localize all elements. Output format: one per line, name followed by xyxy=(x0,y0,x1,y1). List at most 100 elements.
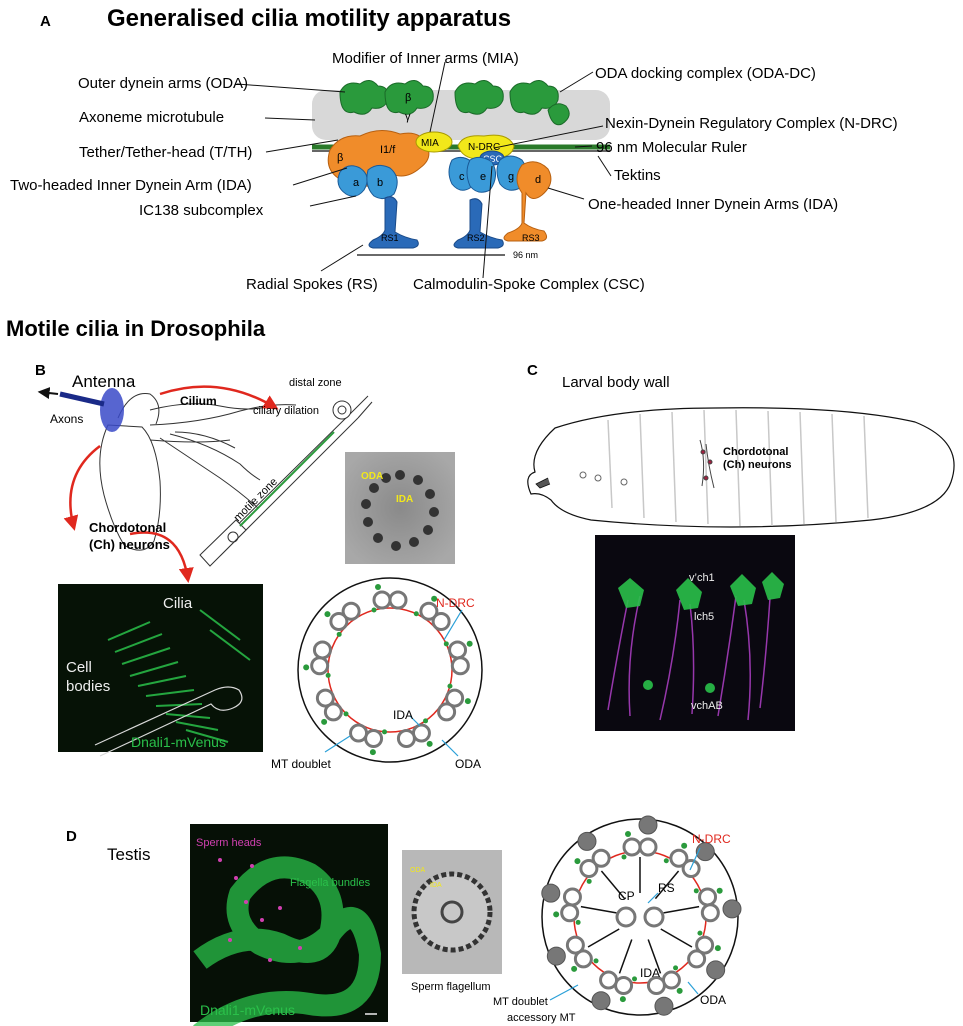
mt-doublet-b xyxy=(646,976,666,996)
rs2-label: RS2 xyxy=(467,233,485,243)
ndrc-inner-label: N-DRC xyxy=(468,142,500,153)
oda-arm xyxy=(681,842,688,849)
mt-doublet-b xyxy=(565,935,585,955)
mt-doublet-a xyxy=(323,702,343,722)
ndrc-label-d: N-DRC xyxy=(692,832,731,846)
mt-doublet-b xyxy=(396,729,416,749)
accessory-mt xyxy=(638,815,658,835)
em-ida-label: IDA xyxy=(396,494,413,505)
larva-segments xyxy=(607,409,869,527)
accessory-mt xyxy=(541,883,561,903)
mt-doublet-b xyxy=(599,970,619,990)
accessory-mt xyxy=(695,842,715,862)
ida-arm xyxy=(413,611,419,617)
ida-arm xyxy=(621,854,627,860)
larva-outline xyxy=(527,407,955,528)
ida-arm xyxy=(663,858,669,864)
ida-arm xyxy=(586,878,592,884)
mt-doublet-a xyxy=(579,859,599,879)
mt-doublet-b xyxy=(450,656,470,676)
accessory-mt xyxy=(722,899,742,919)
rs2 xyxy=(453,198,504,249)
mt-doublet-a xyxy=(419,601,439,621)
label-axoneme: Axoneme microtubule xyxy=(79,109,224,126)
mt-doublet-b xyxy=(315,688,335,708)
larval-title: Larval body wall xyxy=(562,374,670,391)
mt-doublet-a xyxy=(445,688,465,708)
oda-arm xyxy=(466,640,473,647)
oda-leader-d xyxy=(687,981,699,995)
mt-doublet-b xyxy=(700,903,720,923)
rs-leader-d xyxy=(647,892,659,904)
accessory-mt xyxy=(706,960,726,980)
ida-arm xyxy=(575,919,581,925)
radial-spoke xyxy=(647,939,662,974)
axons-path xyxy=(59,391,105,407)
mt-doublet-b xyxy=(591,848,611,868)
em-ring xyxy=(361,470,439,551)
g-label: g xyxy=(508,171,514,183)
scolopidia-cluster xyxy=(100,388,124,432)
cilium-diagram xyxy=(199,395,373,567)
radial-spokes xyxy=(368,196,504,249)
flagella-label: Flagella bundles xyxy=(290,877,371,889)
ida-head-d xyxy=(503,161,552,242)
vch1-label: v’ch1 xyxy=(689,572,715,584)
fluor-streaks xyxy=(107,609,251,743)
axons-arrow xyxy=(37,387,59,400)
accessory-mt xyxy=(577,831,597,851)
antenna-drawing xyxy=(99,393,297,551)
accessory-mt xyxy=(591,991,611,1011)
radial-spoke xyxy=(618,939,633,974)
ida-label-d: IDA xyxy=(640,966,660,980)
oda-arm xyxy=(625,831,631,837)
oda-leader-b xyxy=(441,739,459,757)
oda-head xyxy=(384,80,434,115)
cell-label-2: bodies xyxy=(66,678,110,695)
accessory-mt xyxy=(546,946,566,966)
ida-arm xyxy=(697,930,703,936)
cilium-label: Cilium xyxy=(180,394,217,408)
mt-doublet-a xyxy=(573,949,593,969)
em-cp-d xyxy=(440,900,464,924)
mt-doublet-b xyxy=(388,590,408,610)
ida-arm xyxy=(371,607,377,613)
label-one-headed: One-headed Inner Dynein Arms (IDA) xyxy=(588,196,838,213)
mt-doublet-a xyxy=(310,656,330,676)
panel-a-title: Generalised cilia motility apparatus xyxy=(107,5,511,32)
oda-arm xyxy=(553,911,560,918)
ch-arrow-1 xyxy=(63,445,101,531)
doublets-b xyxy=(310,590,470,749)
mt-doublet-b xyxy=(638,837,658,857)
mt-doublet-a xyxy=(695,935,715,955)
dynein-arms-d xyxy=(553,831,723,1003)
radial-spoke xyxy=(663,905,700,914)
radial-spoke xyxy=(654,870,680,900)
motile-zone-stripe xyxy=(239,431,335,527)
oda-head xyxy=(547,103,570,126)
ndrc-leader-b xyxy=(443,609,463,641)
ida-label-b: IDA xyxy=(393,708,413,722)
ida-arm xyxy=(343,711,349,717)
panel-c: C Larval body wall Chordotonal (Ch) neur… xyxy=(527,362,955,731)
panel-d: D Testis Sperm heads Flagella bundles Dn… xyxy=(66,815,742,1026)
radial-spoke xyxy=(600,870,626,900)
rs3-label: RS3 xyxy=(522,233,540,243)
beta-label: β xyxy=(337,152,343,164)
vchab-label: vchAB xyxy=(691,700,723,712)
oda-arm xyxy=(321,718,328,725)
mia xyxy=(415,131,453,153)
oda-arm xyxy=(375,584,381,590)
green-ch-clusters xyxy=(618,572,784,693)
label-oda-dc: ODA docking complex (ODA-DC) xyxy=(595,65,816,82)
mt-doublet-a xyxy=(622,837,642,857)
mt-doublet-b xyxy=(562,887,582,907)
ida-head-a xyxy=(337,165,368,197)
oda-arm xyxy=(369,749,376,756)
label-mia: Modifier of Inner arms (MIA) xyxy=(332,50,519,67)
ida-arm xyxy=(632,976,638,982)
ida-arm xyxy=(382,729,388,735)
segment-neurons xyxy=(699,439,715,489)
radial-spoke xyxy=(587,928,620,948)
dnali-label-d: Dnali1-mVenus xyxy=(200,1002,295,1018)
